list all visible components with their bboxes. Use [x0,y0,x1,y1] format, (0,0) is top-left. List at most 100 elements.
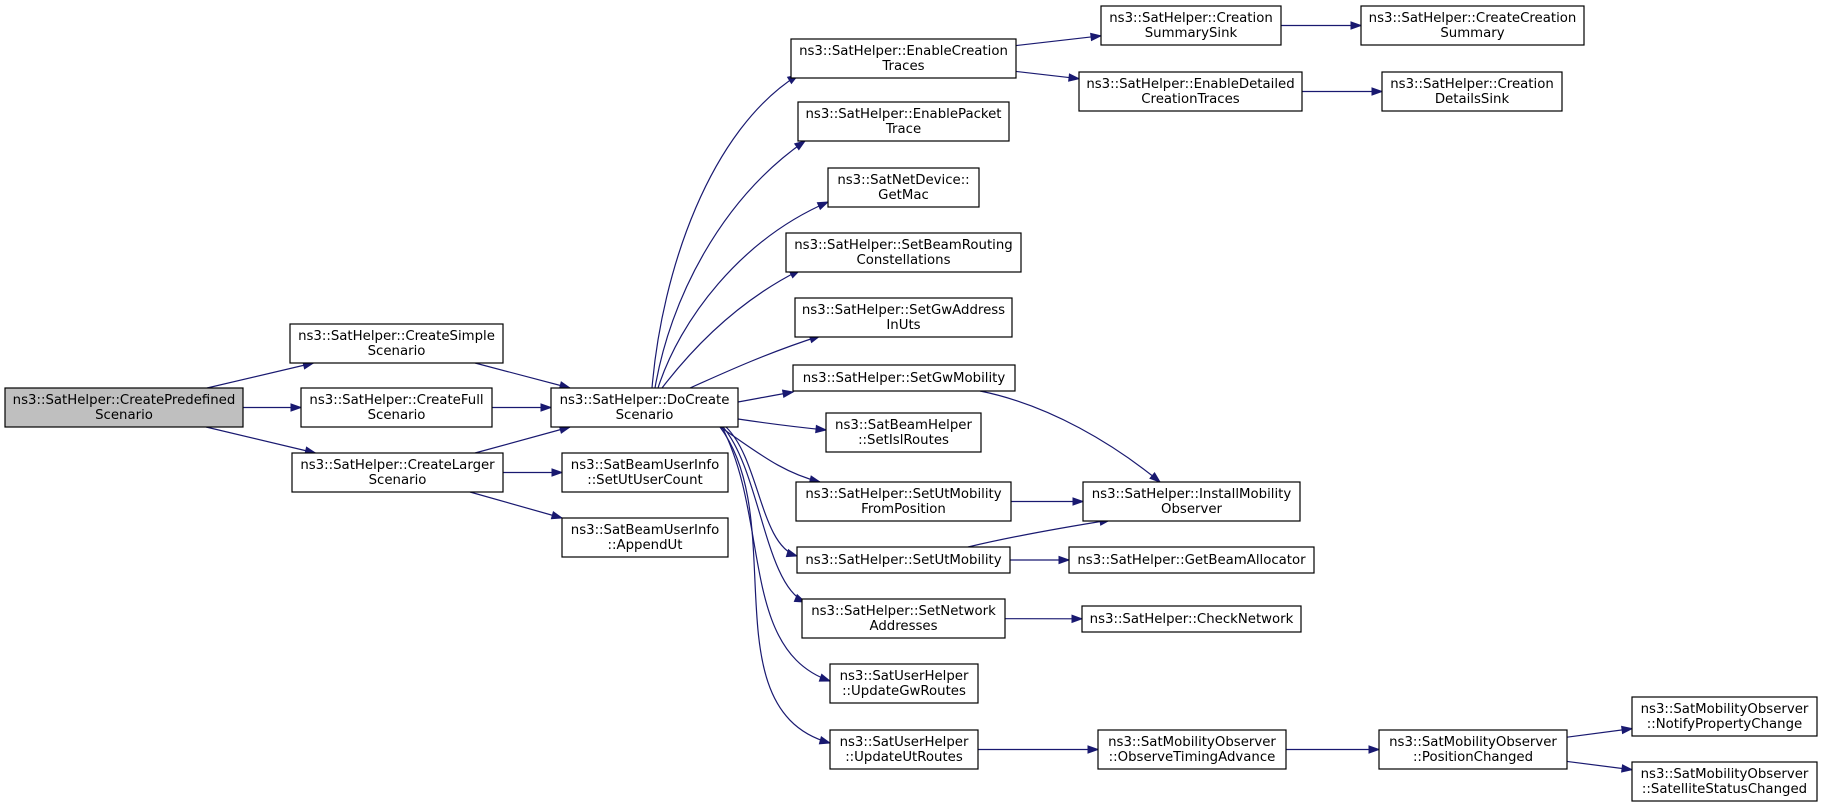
edge-line [474,362,571,389]
edge-positionchanged-to-notifyproperty [1566,725,1634,738]
arrowhead-icon [815,424,828,434]
node-setgwmobility[interactable]: ns3::SatHelper::SetGwMobility [792,364,1016,392]
node-box [825,412,982,453]
edge-setutmobility-to-getbeamallocator [1010,555,1071,565]
node-label-line: FromPosition [861,502,946,517]
node-label-line: ns3::SatHelper::CreateSimple [298,329,495,344]
node-label-line: ns3::SatHelper::DoCreate [560,393,730,408]
node-label-line: InUts [886,318,920,333]
node-label-line: ns3::SatHelper::SetBeamRouting [794,238,1012,253]
node-label-line: Scenario [95,408,153,423]
edge-full-to-docreate [492,403,553,412]
edge-line [651,74,799,389]
node-setutmobfrompos[interactable]: ns3::SatHelper::SetUtMobilityFromPositio… [795,481,1012,522]
node-box [4,387,244,428]
node-setislroutes[interactable]: ns3::SatBeamHelper::SetIslRoutes [825,412,982,453]
node-box [797,101,1010,142]
arrowhead-icon [1350,21,1363,30]
node-setutusercount[interactable]: ns3::SatBeamUserInfo::SetUtUserCount [561,452,729,493]
edge-setutmobility-to-installmobility [967,517,1112,548]
edge-docreate-to-getmac [657,201,830,389]
arrowhead-icon [781,389,795,399]
node-getmac[interactable]: ns3::SatNetDevice::GetMac [827,167,980,208]
node-box [1378,729,1568,770]
node-box [561,452,729,493]
node-label-line: ns3::SatBeamUserInfo [571,458,719,473]
node-positionchanged[interactable]: ns3::SatMobilityObserver::PositionChange… [1378,729,1568,770]
node-updategw[interactable]: ns3::SatUserHelper::UpdateGwRoutes [829,663,979,704]
edge-observetiming-to-positionchanged [1286,745,1381,754]
node-label-line: ns3::SatHelper::EnableDetailed [1086,77,1294,92]
node-label-line: Addresses [869,619,937,634]
arrowhead-icon [1621,764,1634,773]
node-checknetwork[interactable]: ns3::SatHelper::CheckNetwork [1081,605,1302,633]
node-enabledetailed[interactable]: ns3::SatHelper::EnableDetailedCreationTr… [1078,71,1303,112]
edge-simple-to-docreate [474,362,572,390]
edge-setutmobfrompos-to-installmobility [1011,497,1085,506]
arrowhead-icon [540,403,553,412]
arrowhead-icon [550,510,564,520]
edge-larger-to-setutusercount [503,468,564,477]
edge-line [721,426,831,682]
edge-line [1015,35,1102,47]
node-label-line: ns3::SatHelper::Creation [1109,11,1273,26]
node-label-line: ::NotifyPropertyChange [1647,717,1802,732]
node-satellitestatus[interactable]: ns3::SatMobilityObserver::SatelliteStatu… [1631,761,1818,802]
arrowhead-icon [1149,472,1162,483]
edge-line [719,426,821,483]
node-label-line: ns3::SatMobilityObserver [1108,735,1276,750]
node-box [1631,761,1818,802]
node-label-line: ns3::SatHelper::CreateCreation [1369,11,1577,26]
node-notifyproperty[interactable]: ns3::SatMobilityObserver::NotifyProperty… [1631,696,1818,737]
node-appendut[interactable]: ns3::SatBeamUserInfo::AppendUt [561,517,729,558]
node-box [289,323,504,364]
node-label-line: Scenario [369,473,427,488]
edge-line [661,269,801,389]
node-label-line: ns3::SatHelper::SetUtMobility [805,487,1001,502]
node-box [1100,5,1282,46]
node-label-line: ns3::SatUserHelper [840,669,969,684]
edge-line [1566,728,1633,738]
node-updateut[interactable]: ns3::SatUserHelper::UpdateUtRoutes [829,729,979,770]
arrowhead-icon [785,548,799,558]
node-box [1631,696,1818,737]
node-observetiming[interactable]: ns3::SatMobilityObserver::ObserveTimingA… [1097,729,1287,770]
edge-larger-to-docreate [474,425,572,454]
edge-line [1015,70,1080,80]
node-label-line: Scenario [368,408,426,423]
node-label-line: ns3::SatMobilityObserver [1389,735,1557,750]
node-setbeamrouting[interactable]: ns3::SatHelper::SetBeamRoutingConstellat… [785,232,1022,273]
node-box [792,364,1016,392]
node-label-line: ns3::SatHelper::SetGwAddress [802,303,1005,318]
node-label-line: ns3::SatMobilityObserver [1641,767,1809,782]
arrowhead-icon [1058,555,1071,565]
node-getbeamallocator[interactable]: ns3::SatHelper::GetBeamAllocator [1068,546,1315,574]
node-box [827,167,980,208]
edge-root-to-simple [206,361,315,389]
node-setutmobility[interactable]: ns3::SatHelper::SetUtMobility [796,546,1011,574]
node-box [794,297,1013,338]
arrowhead-icon [1087,745,1100,754]
arrowhead-icon [793,140,807,151]
node-label-line: Traces [881,59,924,74]
arrowhead-icon [1071,614,1084,624]
node-label-line: Trace [885,122,921,137]
edge-docreate-to-setutmobility [725,426,799,558]
arrowhead-icon [1368,745,1381,754]
arrowhead-icon [290,403,303,412]
node-label-line: ns3::SatBeamHelper [835,418,972,433]
edge-creationsummarysink-to-createcreationsummary [1281,21,1363,30]
